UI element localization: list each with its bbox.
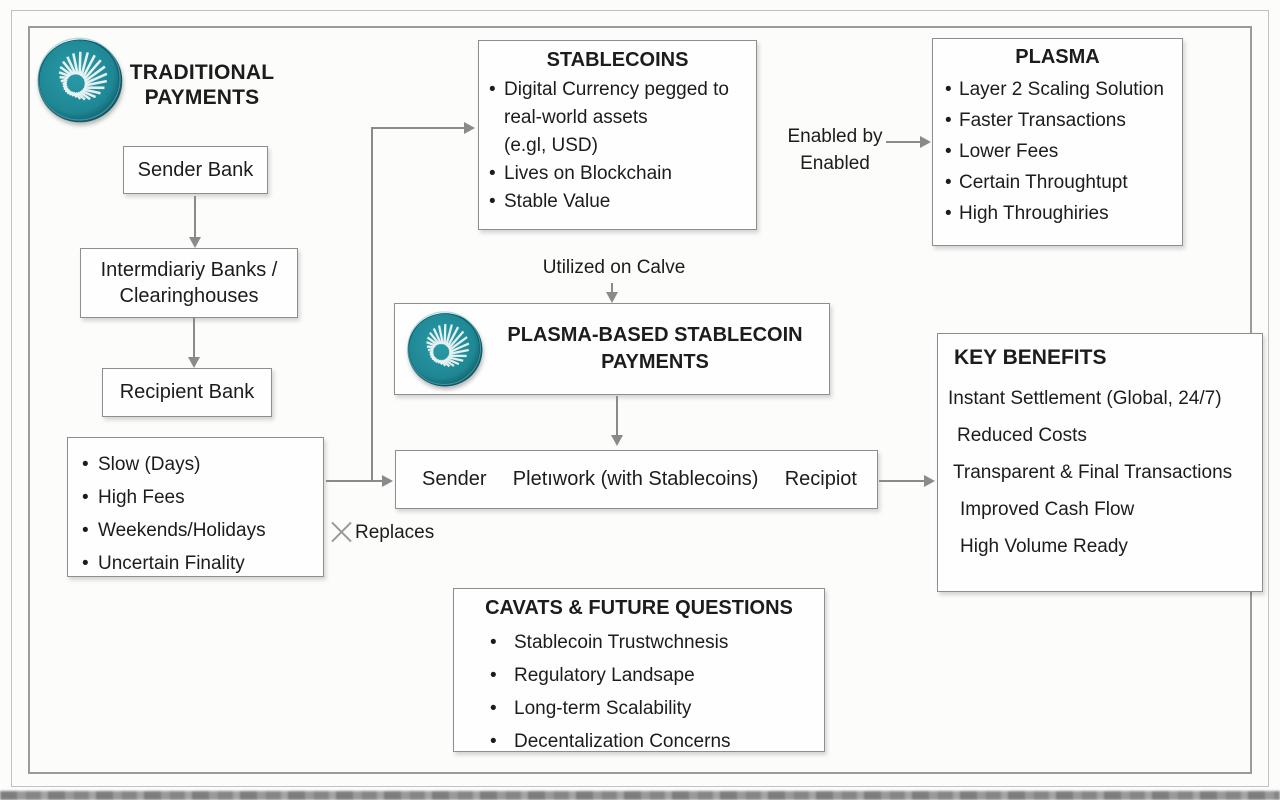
connector-utilized-to-plasma-payments [611,283,613,293]
connector-enabled-to-plasma [886,141,922,143]
arrow-line-plasma-payments-to-network [616,396,618,436]
arrowhead-right-icon [464,122,475,134]
stablecoins-list: Digital Currency pegged to real-world as… [489,76,756,216]
key-benefits-box: KEY BENEFITS Instant Settlement (Global,… [937,333,1263,592]
arrow-line-intermediary-to-recipient [193,318,195,358]
traditional-payments-title: TRADITIONAL PAYMENTS [129,61,275,109]
outer-frame-border [11,10,1269,787]
replaces-text: Replaces [355,521,435,543]
arrow-line-sender-to-intermediary [194,196,196,238]
arrowhead-right-icon [924,475,935,487]
replaces-label: Replaces [330,521,434,544]
plasma-title: PLASMA [1015,46,1100,68]
arrowhead-down-icon [606,292,618,303]
caveats-title: CAVATS & FUTURE QUESTIONS [485,597,793,619]
list-item: Digital Currency pegged to real-world as… [489,76,756,160]
connector-branch-vertical [371,127,373,482]
plasma-box: PLASMA Layer 2 Scaling Solution Faster T… [932,38,1183,246]
plasma-payments-title: PLASMA-BASED STABLECOIN PAYMENTS [507,324,803,373]
stablecoins-title: STABLECOINS [546,49,689,71]
list-item: Transparent & Final Transactions [953,462,1233,483]
list-item: Regulatory Landsape [490,659,824,692]
arrowhead-right-icon [920,136,931,148]
key-benefits-list: Instant Settlement (Global, 24/7) Reduce… [938,380,1262,565]
traditional-drawbacks-box: Slow (Days) High Fees Weekends/Holidays … [67,437,324,580]
caveats-list: Stablecoin Trustwchnesis Regulatory Land… [490,626,824,758]
caveats-box: CAVATS & FUTURE QUESTIONS Stablecoin Tru… [453,588,825,758]
bottom-artifact-strip [0,791,1280,800]
key-benefits-title: KEY BENEFITS [954,346,1107,369]
list-item: High Fees [82,481,323,514]
intermediary-banks-box: Intermdiariy Banks / Clearinghouses [80,248,298,318]
connector-drawbacks-to-network [326,480,383,482]
list-item: Long-term Scalability [490,692,824,725]
arrowhead-down-icon [189,237,201,248]
list-item: Lives on Blockchain [489,160,756,188]
utilized-label: Utilized on Calve [542,257,686,278]
list-item: Uncertain Finality [82,547,323,580]
plasma-coin-icon [36,36,124,124]
flow-sender-label: Sender [422,468,487,490]
flow-network-label: Pletıwork (with Stablecoins) [512,468,759,490]
enabled-by-line2: Enabled [800,153,870,174]
enabled-by-label: Enabled by Enabled [778,123,892,177]
list-item: Lower Fees [945,136,1182,167]
list-item: Decentalization Concerns [490,725,824,758]
network-flow-box: Sender Pletıwork (with Stablecoins) Reci… [395,450,878,509]
sender-bank-label: Sender Bank [137,158,254,181]
stablecoins-box: STABLECOINS Digital Currency pegged to r… [478,40,757,230]
sender-bank-box: Sender Bank [123,146,268,194]
flow-recipient-label: Recipiot [784,468,857,490]
list-item: Stable Value [489,188,756,216]
list-item: Slow (Days) [82,448,323,481]
list-item: Stablecoin Trustwchnesis [490,626,824,659]
list-item: Instant Settlement (Global, 24/7) [948,388,1222,409]
recipient-bank-label: Recipient Bank [119,381,255,403]
arrowhead-down-icon [188,357,200,368]
list-item: Faster Transactions [945,105,1182,136]
replaces-x-icon [330,521,353,544]
arrowhead-right-icon [382,475,393,487]
list-item: Layer 2 Scaling Solution [945,74,1182,105]
arrowhead-down-icon [611,435,623,446]
list-item: Reduced Costs [957,425,1087,446]
plasma-list: Layer 2 Scaling Solution Faster Transact… [945,74,1182,229]
connector-branch-to-stablecoins [371,127,465,129]
connector-network-to-benefits [879,480,925,482]
list-item: Improved Cash Flow [960,499,1135,520]
drawbacks-list: Slow (Days) High Fees Weekends/Holidays … [68,448,323,580]
plasma-coin-icon [406,310,484,388]
list-item: Certain Throughtupt [945,167,1182,198]
recipient-bank-box: Recipient Bank [102,368,272,417]
intermediary-banks-label: Intermdiariy Banks / Clearinghouses [100,259,278,307]
list-item: High Throughiries [945,198,1182,229]
enabled-by-line1: Enabled by [787,126,883,147]
list-item: Weekends/Holidays [82,514,323,547]
plasma-payments-box: PLASMA-BASED STABLECOIN PAYMENTS [394,303,830,395]
list-item: High Volume Ready [960,536,1128,557]
